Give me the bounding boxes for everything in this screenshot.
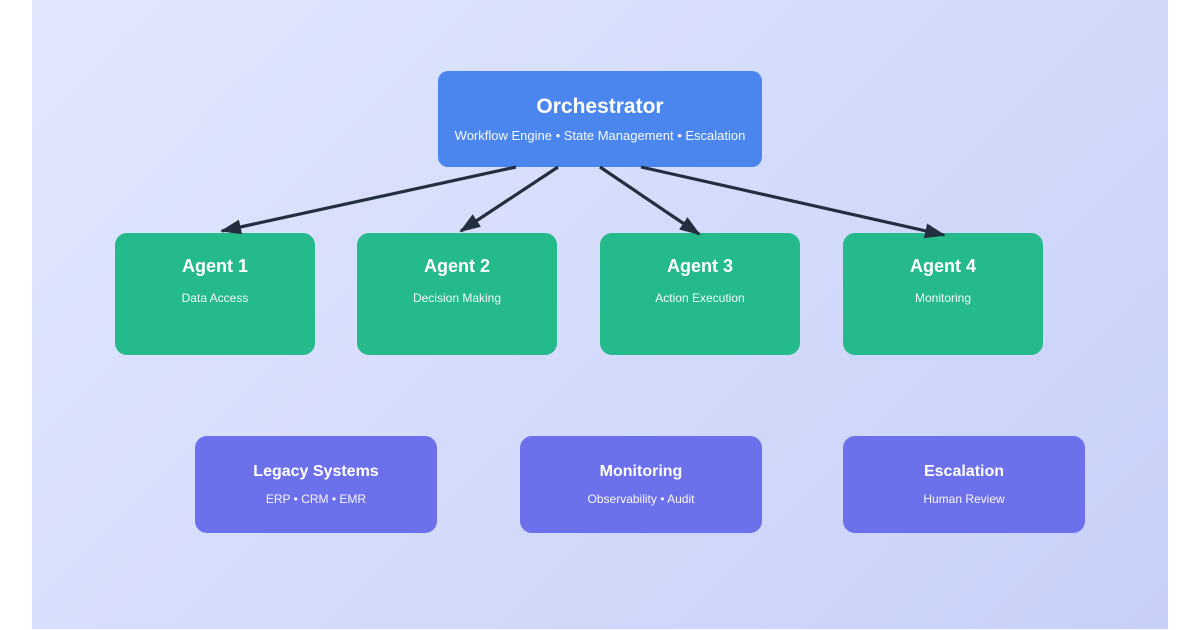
agent-2-title: Agent 2 [423,256,490,276]
legacy-systems-title: Legacy Systems [253,463,379,481]
orchestrator-title: Orchestrator [536,95,664,119]
support-node-escalation: Escalation Human Review [843,436,1085,533]
agent-3-subtitle: Action Execution [655,290,745,305]
legacy-systems-subtitle: ERP • CRM • EMR [265,492,367,507]
monitoring-subtitle: Observability • Audit [587,492,695,507]
agent-node-3: Agent 3 Action Execution [600,233,800,355]
escalation-subtitle: Human Review [923,492,1005,507]
monitoring-title: Monitoring [599,463,683,481]
support-node-legacy-systems: Legacy Systems ERP • CRM • EMR [195,436,437,533]
agent-1-title: Agent 1 [181,256,248,276]
agent-2-subtitle: Decision Making [412,290,502,305]
agent-node-4: Agent 4 Monitoring [843,233,1043,355]
agent-node-2: Agent 2 Decision Making [357,233,557,355]
agent-4-title: Agent 4 [909,256,976,276]
orchestrator-node: Orchestrator Workflow Engine • State Man… [438,71,762,167]
escalation-title: Escalation [923,463,1005,481]
orchestrator-subtitle: Workflow Engine • State Management • Esc… [454,128,746,144]
agent-node-1: Agent 1 Data Access [115,233,315,355]
agent-3-title: Agent 3 [666,256,733,276]
support-node-monitoring: Monitoring Observability • Audit [520,436,762,533]
agent-4-subtitle: Monitoring [914,290,972,305]
agent-1-subtitle: Data Access [181,290,249,305]
